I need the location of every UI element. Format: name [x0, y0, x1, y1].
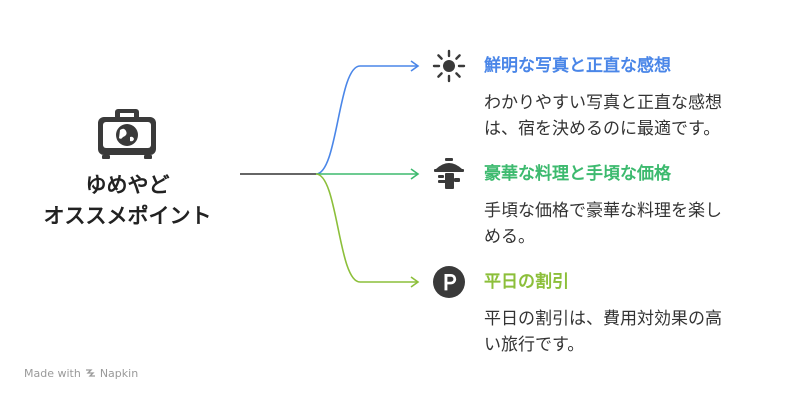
- root-title-line-2: オススメポイント: [43, 204, 212, 228]
- footer-brand: Napkin: [99, 367, 139, 380]
- branch-title-1: 鮮明な写真と正直な感想: [484, 56, 671, 76]
- branch-desc-1-line-2: は、宿を決めるのに最適です。: [484, 119, 721, 139]
- branch-desc-3-line-2: い旅行です。: [484, 335, 585, 355]
- connector-branch-1: [315, 65, 418, 175]
- branch-desc-2: 手頃な価格で豪華な料理を楽し める。: [484, 198, 774, 250]
- connector-branch-3: [315, 173, 418, 283]
- p-badge-icon: [433, 266, 465, 298]
- branch-desc-2-line-1: 手頃な価格で豪華な料理を楽し: [484, 201, 722, 221]
- arrow-branch-1: [410, 60, 420, 72]
- napkin-logo-icon: [85, 369, 95, 377]
- branch-desc-1: わかりやすい写真と正直な感想 は、宿を決めるのに最適です。: [484, 90, 774, 142]
- footer-text: Made with: [24, 367, 81, 380]
- branch-desc-3: 平日の割引は、費用対効果の高 い旅行です。: [484, 306, 774, 358]
- branch-desc-2-line-2: める。: [484, 227, 535, 247]
- arrow-branch-3: [410, 276, 420, 288]
- branch-desc-1-line-1: わかりやすい写真と正直な感想: [484, 93, 722, 113]
- root-title-line-1: ゆめやど: [85, 173, 170, 197]
- arrow-branch-2: [410, 168, 420, 180]
- footer-watermark: Made with Napkin: [24, 367, 138, 380]
- branch-desc-3-line-1: 平日の割引は、費用対効果の高: [484, 309, 722, 329]
- branch-title-3: 平日の割引: [484, 272, 569, 292]
- sun-icon: [432, 49, 466, 83]
- serving-dish-icon: [434, 158, 464, 189]
- branch-title-2: 豪華な料理と手頃な価格: [484, 164, 671, 184]
- suitcase-globe-icon: [98, 109, 156, 159]
- root-title: ゆめやど オススメポイント: [20, 170, 235, 232]
